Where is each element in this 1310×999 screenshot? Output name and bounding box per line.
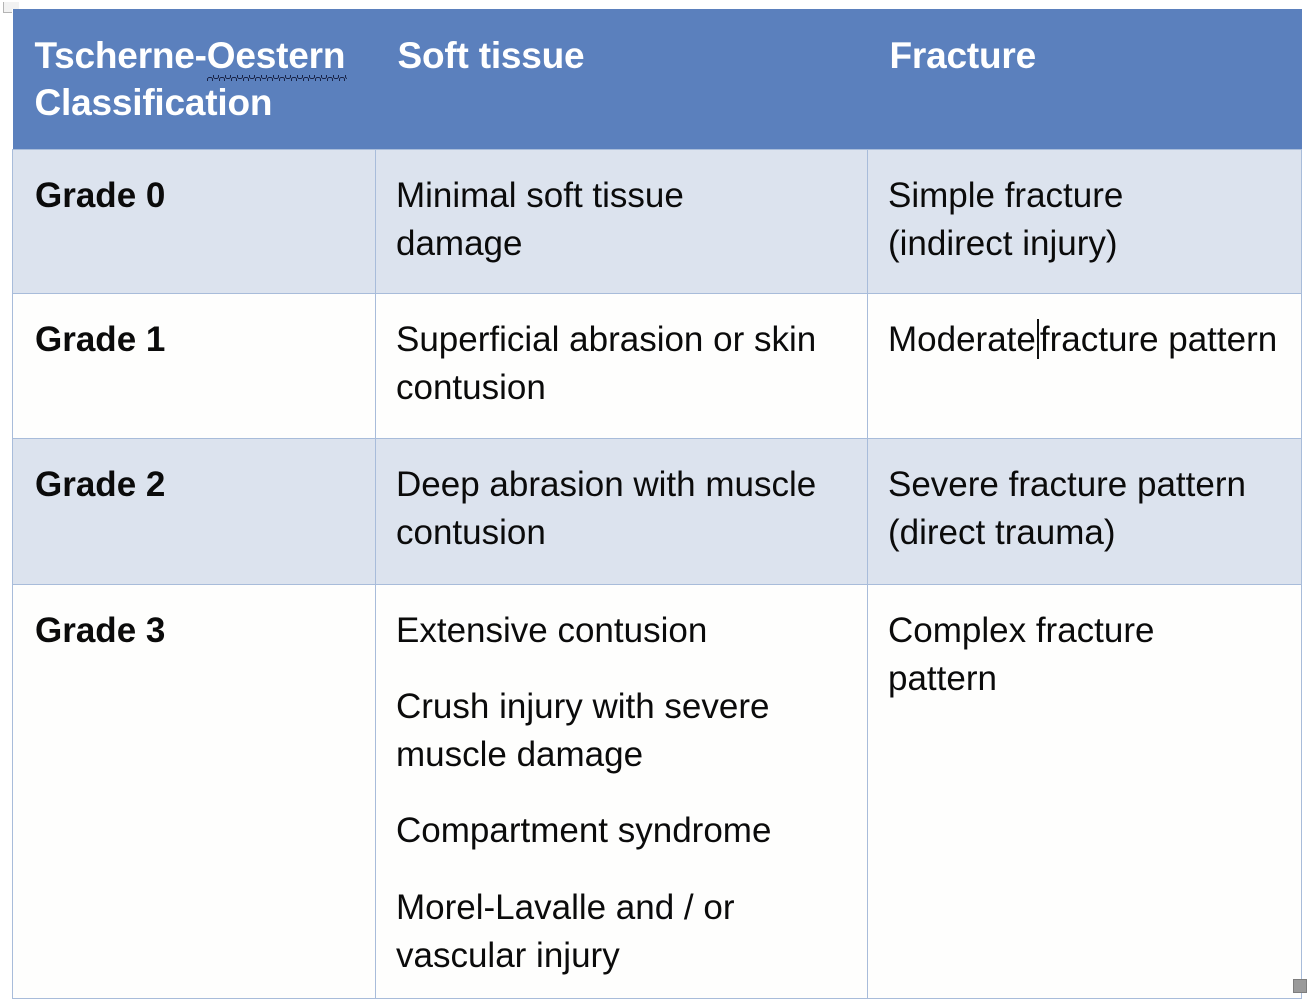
cell-grade-1[interactable]: Grade 1	[12, 292, 376, 439]
cell-soft-tissue-grade-3[interactable]: Extensive contusion Crush injury with se…	[375, 583, 868, 999]
table-row: Grade 2 Deep abrasion with muscle contus…	[12, 437, 1302, 585]
cell-soft-tissue-grade-2[interactable]: Deep abrasion with muscle contusion	[375, 437, 868, 585]
cell-soft-tissue-grade-1[interactable]: Superficial abrasion or skin contusion	[375, 292, 868, 439]
classification-table-container: Tscherne-Oestern Classification Soft tis…	[12, 9, 1302, 999]
cell-soft-tissue-grade-0[interactable]: Minimal soft tissue damage	[375, 148, 868, 294]
fracture-line: Complex fracture	[888, 610, 1155, 650]
table-header-row: Tscherne-Oestern Classification Soft tis…	[12, 9, 1302, 149]
column-header-fracture: Fracture	[889, 35, 1037, 76]
header-classification-line2: Classification	[34, 82, 273, 124]
cell-grade-0[interactable]: Grade 0	[12, 148, 376, 294]
soft-tissue-paragraph: Morel-Lavalle and / or vascular injury	[396, 887, 735, 975]
cell-grade-2[interactable]: Grade 2	[12, 437, 376, 585]
soft-tissue-line: damage	[396, 223, 523, 263]
tscherne-oestern-classification-table: Tscherne-Oestern Classification Soft tis…	[12, 9, 1302, 999]
soft-tissue-line: contusion	[396, 367, 546, 407]
soft-tissue-paragraph: Compartment syndrome	[396, 811, 772, 851]
table-row: Grade 0 Minimal soft tissue damage Simpl…	[12, 148, 1302, 294]
fracture-line: (indirect injury)	[888, 223, 1118, 263]
spellcheck-underline[interactable]: Oestern	[206, 32, 348, 82]
fracture-line: pattern	[888, 658, 997, 698]
cell-fracture-grade-0[interactable]: Simple fracture (indirect injury)	[867, 148, 1302, 294]
fracture-text-after-caret: fracture pattern	[1039, 319, 1278, 359]
header-word-tscherne: Tscherne-Oestern	[35, 32, 348, 82]
table-resize-handle[interactable]	[1293, 979, 1307, 993]
cell-grade-3[interactable]: Grade 3	[12, 583, 376, 999]
table-move-handle[interactable]	[3, 2, 19, 13]
table-row: Grade 3 Extensive contusion Crush injury…	[12, 583, 1302, 999]
fracture-text-before-caret: Moderate	[888, 319, 1036, 359]
fracture-line: (direct trauma)	[888, 512, 1116, 552]
column-header-classification: Tscherne-Oestern Classification	[13, 9, 376, 149]
table-row: Grade 1 Superficial abrasion or skin con…	[12, 292, 1302, 439]
text-cursor-caret	[1036, 318, 1039, 359]
column-header-soft-tissue: Soft tissue	[397, 35, 585, 76]
soft-tissue-paragraph: Extensive contusion	[396, 610, 708, 650]
fracture-line: Severe fracture pattern	[888, 464, 1246, 504]
soft-tissue-paragraph: Crush injury with severe muscle damage	[396, 686, 770, 775]
soft-tissue-line: Superficial abrasion or skin	[396, 319, 817, 359]
cell-fracture-grade-2[interactable]: Severe fracture pattern (direct trauma)	[867, 437, 1302, 585]
fracture-line: Simple fracture	[888, 175, 1124, 215]
soft-tissue-line: Minimal soft tissue	[396, 175, 684, 215]
soft-tissue-line: contusion	[396, 512, 546, 552]
soft-tissue-line: Deep abrasion with muscle	[396, 464, 817, 504]
cell-fracture-grade-3[interactable]: Complex fracture pattern	[867, 583, 1302, 999]
soft-tissue-paragraph-list: Extensive contusion Crush injury with se…	[396, 607, 853, 981]
